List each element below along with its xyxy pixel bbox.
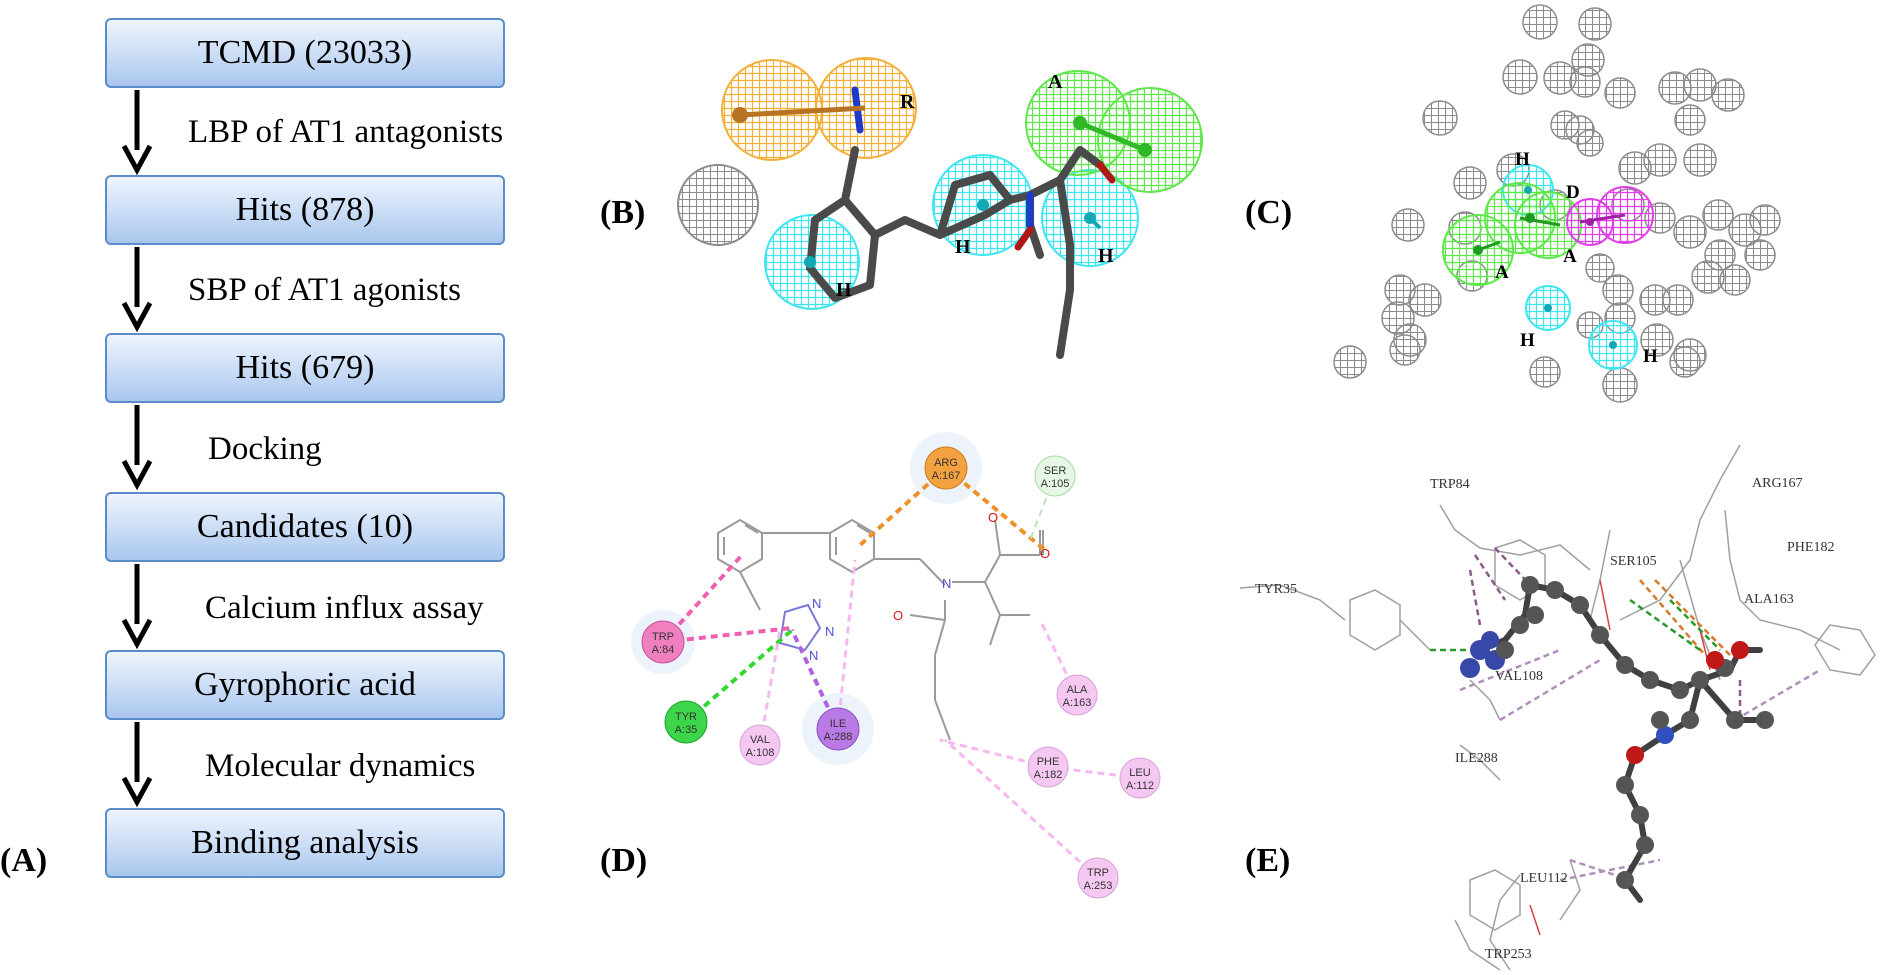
flow-box-binding-analysis: Binding analysis: [105, 808, 505, 878]
panel-label-c: (C): [1245, 194, 1293, 231]
residue-label-leu112: LEU112: [1520, 871, 1568, 886]
flow-arrow-3: [121, 405, 153, 491]
feature-label-b-h3: H: [1098, 245, 1114, 267]
residue-wireframes-e: [1239, 444, 1876, 971]
feature-vectors-b: [732, 105, 1152, 268]
step-label-docking: Docking: [208, 431, 322, 467]
atom-label-n-tetrazole-3: N: [809, 648, 818, 663]
step-label-md: Molecular dynamics: [205, 748, 476, 784]
residue-ser105: [1034, 455, 1076, 497]
feature-vectors-c: [1473, 186, 1626, 349]
flow-box-gyrophoric-acid: Gyrophoric acid: [105, 650, 505, 720]
flow-arrow-4: [121, 564, 153, 650]
residue-label-trp84: TRP84: [1430, 477, 1470, 492]
residue-label-trp253: TRP253: [1485, 947, 1532, 962]
feature-label-c-h-top: H: [1515, 149, 1530, 170]
flow-box-tcmd: TCMD (23033): [105, 18, 505, 88]
flow-box-candidates: Candidates (10): [105, 492, 505, 562]
panel-label-b: (B): [600, 194, 646, 231]
flow-arrow-5: [121, 722, 153, 808]
ligand-skeleton-b: [806, 146, 1104, 359]
residue-ile288: [816, 707, 860, 751]
residue-label-ala163: ALA163: [1744, 592, 1794, 607]
atom-label-n-tetrazole-2: N: [825, 624, 834, 639]
residue-label-val108: VAL108: [1495, 669, 1543, 684]
residue-label-tyr35: TYR35: [1255, 582, 1297, 597]
feature-label-c-d: D: [1566, 182, 1580, 203]
residue-label-arg167: ARG167: [1752, 476, 1803, 491]
step-label-sbp: SBP of AT1 agonists: [188, 272, 461, 308]
residue-leu112: [1119, 757, 1161, 799]
atom-label-n-amide: N: [942, 576, 951, 591]
flow-arrows: [121, 90, 153, 808]
feature-label-c-h-mid: H: [1520, 330, 1535, 351]
residue-tyr35: [664, 700, 708, 744]
residue-val108: [739, 724, 781, 766]
residue-phe182: [1027, 746, 1069, 788]
panel-label-a: (A): [0, 842, 48, 879]
feature-label-b-a: A: [1048, 71, 1063, 93]
green-sphere-b-2: [1097, 87, 1203, 193]
flow-box-hits-679: Hits (679): [105, 333, 505, 403]
residue-trp253: [1077, 857, 1119, 899]
feature-label-c-a2: A: [1495, 262, 1509, 283]
panel-label-d: (D): [600, 842, 648, 879]
ligand-2d-skeleton: [717, 518, 1044, 741]
atom-label-o-carbonyl-top: O: [988, 510, 998, 525]
atom-label-n-tetrazole-1: N: [812, 596, 821, 611]
feature-label-c-a1: A: [1563, 246, 1577, 267]
feature-label-b-h1: H: [836, 279, 852, 301]
flow-arrow-1: [121, 90, 153, 176]
atom-label-o-amide: O: [893, 608, 903, 623]
panel-label-e: (E): [1245, 842, 1291, 879]
step-label-lbp: LBP of AT1 antagonists: [188, 114, 504, 150]
orange-sphere-2: [815, 57, 917, 159]
ligand-oxygens-b: [1014, 161, 1116, 251]
residue-arg167: [924, 446, 968, 490]
grey-exclusion-sphere-b: [677, 164, 759, 246]
flow-box-hits-878: Hits (878): [105, 175, 505, 245]
residue-trp84: [641, 620, 685, 664]
residue-label-ile288: ILE288: [1455, 751, 1498, 766]
feature-label-c-h-bottom: H: [1643, 346, 1658, 367]
atom-label-o-carbonyl-right: O: [1040, 546, 1050, 561]
feature-label-b-h2: H: [955, 236, 971, 258]
ligand-atom-labels: N O O O N N N: [809, 510, 1050, 663]
feature-label-b-r: R: [900, 91, 915, 113]
residue-ala163: [1056, 674, 1098, 716]
residue-label-phe182: PHE182: [1787, 540, 1834, 555]
step-label-calcium: Calcium influx assay: [205, 590, 484, 626]
residue-label-ser105: SER105: [1610, 554, 1657, 569]
ligand-atoms-e: [1460, 576, 1774, 889]
flow-arrow-2: [121, 247, 153, 333]
